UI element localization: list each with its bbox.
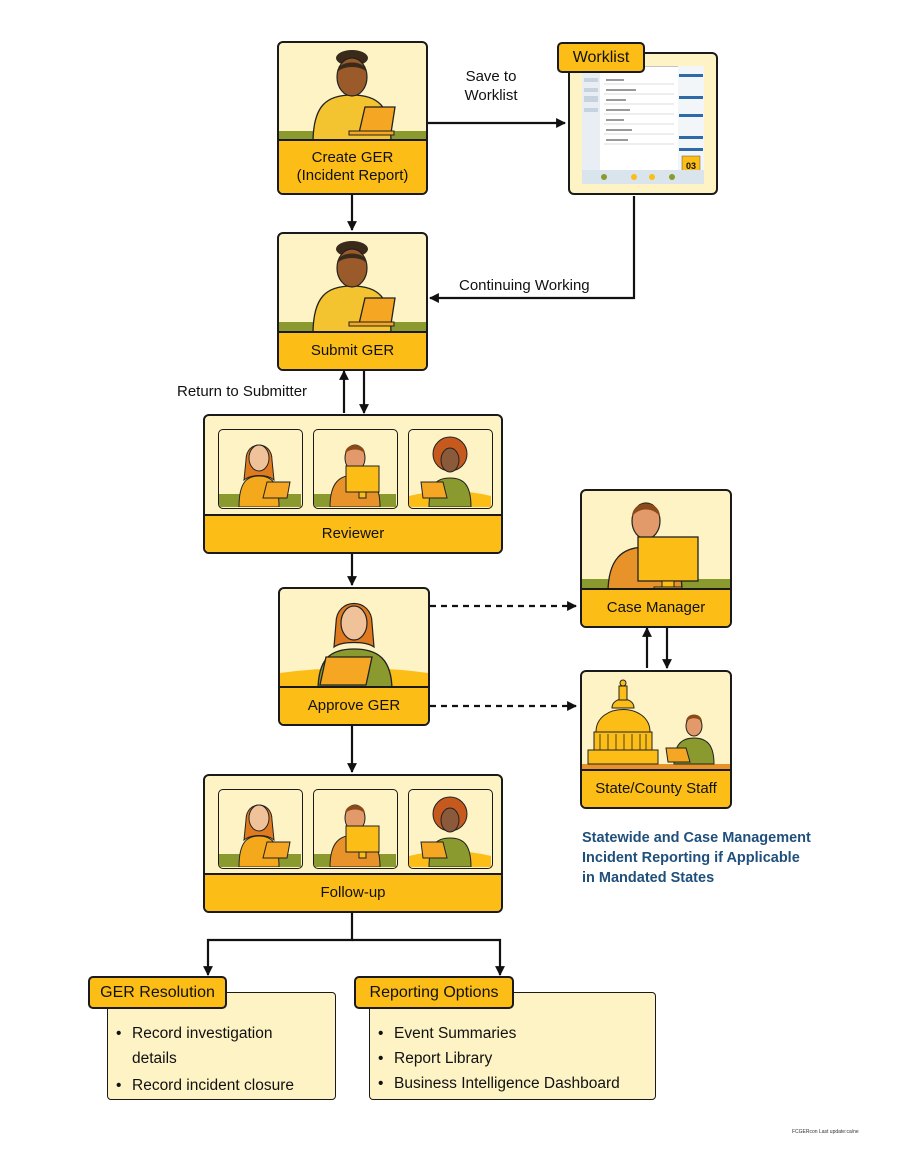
- node-reviewer: Reviewer: [203, 414, 503, 554]
- node-state-county-staff: State/County Staff: [580, 670, 732, 809]
- arrow-followup-branch: [203, 913, 354, 976]
- worklist-title-tag: Worklist: [557, 42, 645, 73]
- ger-resolution-list: • Record investigation details • Record in…: [108, 993, 335, 1098]
- node-approve-ger: Approve GER: [278, 587, 430, 726]
- list-item: • Record incident closure: [108, 1073, 335, 1098]
- bullet: •: [378, 1025, 384, 1042]
- list-item: • Report Library: [370, 1046, 655, 1071]
- node-follow-up: Follow-up: [203, 774, 503, 913]
- bullet: •: [116, 1025, 122, 1042]
- node-label: Submit GER: [279, 331, 426, 369]
- reporting-options-title: Reporting Options: [354, 976, 514, 1009]
- node-worklist: 03: [568, 52, 718, 195]
- node-create-ger: Create GER (Incident Report): [277, 41, 428, 195]
- reviewer-portrait-3: [408, 429, 493, 509]
- list-item: • Business Intelligence Dashboard: [370, 1071, 655, 1096]
- edge-label-return-to-submitter: Return to Submitter: [177, 383, 308, 400]
- worklist-badge-number: 03: [685, 161, 696, 171]
- edge-label-save-to-worklist: Save to Worklist: [464, 68, 518, 104]
- list-item-text: Event Summaries: [394, 1025, 517, 1042]
- bullet: •: [378, 1075, 384, 1092]
- reviewer-portrait-2: [313, 429, 398, 509]
- ger-resolution-panel: • Record investigation details • Record in…: [107, 992, 336, 1100]
- arrow-followup-to-reporting: [352, 938, 505, 976]
- bullet: •: [116, 1077, 122, 1094]
- list-item-text: Business Intelligence Dashboard: [394, 1075, 620, 1092]
- node-label: Follow-up: [205, 873, 501, 911]
- node-case-manager: Case Manager: [580, 489, 732, 628]
- node-submit-ger: Submit GER: [277, 232, 428, 371]
- followup-portrait-2: [313, 789, 398, 869]
- ger-resolution-title: GER Resolution: [88, 976, 227, 1009]
- person-monitor-illustration: [582, 502, 730, 593]
- person-laptop-illustration: [280, 602, 428, 691]
- person-laptop-illustration: [279, 241, 426, 334]
- followup-portrait-1: [218, 789, 303, 869]
- footer-note: FCGERcon Last update:ca/ne: [792, 1129, 859, 1135]
- reporting-options-list: • Event Summaries • Report Library • Busine…: [370, 993, 655, 1096]
- person-laptop-illustration: [279, 50, 426, 143]
- arrow-worklist-to-submit: [429, 196, 636, 303]
- list-item-text: Record incident closure: [132, 1077, 294, 1094]
- edge-label-continuing-working: Continuing Working: [459, 277, 590, 294]
- node-label: Case Manager: [582, 588, 730, 626]
- node-label: Reviewer: [205, 514, 501, 552]
- followup-portrait-3: [408, 789, 493, 869]
- list-item-text: Report Library: [394, 1050, 493, 1067]
- node-label: State/County Staff: [582, 769, 730, 807]
- list-item-text: Record investigation details: [132, 1025, 273, 1067]
- reviewer-portrait-1: [218, 429, 303, 509]
- worklist-screen-thumbnail: [582, 66, 704, 184]
- bullet: •: [378, 1050, 384, 1067]
- reporting-options-panel: • Event Summaries • Report Library • Busine…: [369, 992, 656, 1100]
- node-label: Create GER (Incident Report): [279, 139, 426, 193]
- capitol-building-illustration: [582, 679, 730, 774]
- list-item: • Event Summaries: [370, 1021, 655, 1046]
- node-label: Approve GER: [280, 686, 428, 724]
- mandated-states-note: Statewide and Case Management Incident R…: [582, 830, 811, 886]
- list-item: • Record investigation details: [108, 1021, 335, 1071]
